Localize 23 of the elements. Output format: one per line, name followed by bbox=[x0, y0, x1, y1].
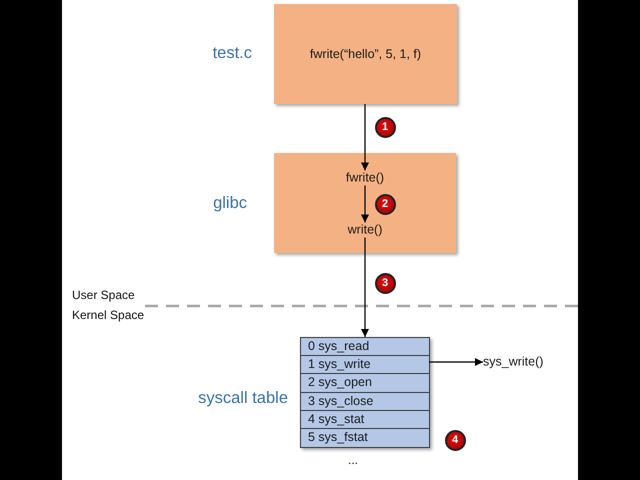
arrow bbox=[361, 186, 369, 222]
arrow bbox=[361, 104, 369, 170]
code-text: fwrite(“hello”, 5, 1, f) bbox=[310, 46, 422, 62]
function-label: sys_write() bbox=[483, 354, 544, 370]
table-row: 2 sys_open bbox=[301, 374, 429, 393]
function-label: fwrite() bbox=[346, 170, 384, 186]
process-box bbox=[274, 153, 456, 253]
function-label: write() bbox=[348, 222, 382, 238]
box-caption: glibc bbox=[213, 193, 247, 213]
box-caption: test.c bbox=[212, 43, 252, 63]
table-row: 1 sys_write bbox=[301, 356, 429, 374]
continuation-dots: ... bbox=[348, 453, 358, 467]
syscall-table bbox=[300, 337, 430, 448]
table-row: 3 sys_close bbox=[301, 392, 429, 411]
table-row: 0 sys_read bbox=[301, 338, 429, 356]
box-caption: syscall table bbox=[198, 388, 288, 408]
arrow bbox=[429, 358, 483, 366]
table-row: 4 sys_stat bbox=[301, 410, 429, 429]
process-box bbox=[274, 4, 457, 104]
region-label: User Space bbox=[72, 288, 135, 302]
region-label: Kernel Space bbox=[72, 308, 144, 322]
table-row: 5 sys_fstat bbox=[301, 428, 429, 448]
arrow bbox=[361, 238, 369, 337]
